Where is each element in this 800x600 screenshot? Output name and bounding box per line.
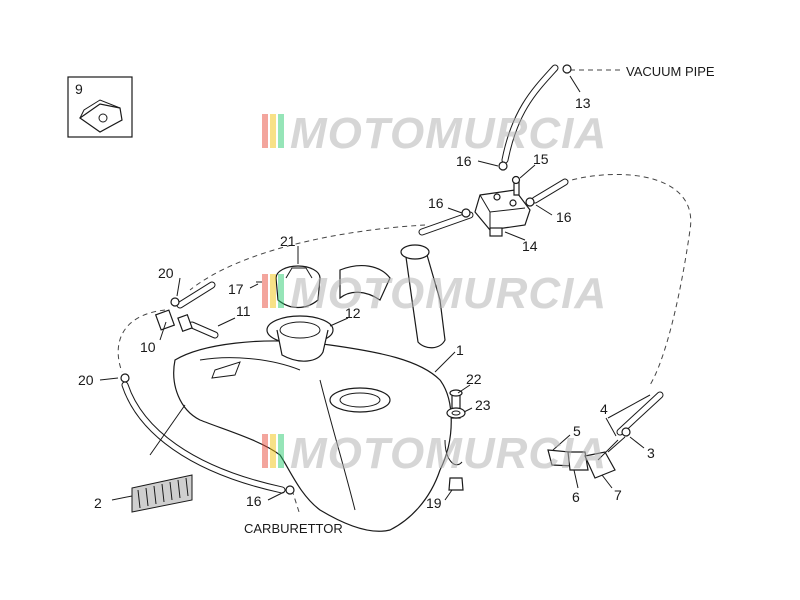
breather-pipe bbox=[339, 244, 446, 349]
callout-15: 15 bbox=[533, 151, 549, 167]
callout-20-a: 20 bbox=[158, 265, 174, 281]
part-1-fuel-tank bbox=[173, 340, 452, 532]
leader-lines bbox=[99, 75, 651, 501]
callout-17: 17 bbox=[228, 281, 244, 297]
callout-22: 22 bbox=[466, 371, 482, 387]
callout-2: 2 bbox=[94, 495, 102, 511]
callout-16-b: 16 bbox=[428, 195, 444, 211]
caption-vacuum-pipe: VACUUM PIPE bbox=[626, 64, 715, 79]
callout-20-b: 20 bbox=[78, 372, 94, 388]
callout-6: 6 bbox=[572, 489, 580, 505]
hose-segments-top bbox=[418, 178, 569, 236]
callout-1: 1 bbox=[456, 342, 464, 358]
part-9-inset bbox=[67, 76, 133, 138]
part-14-valve-block bbox=[474, 189, 531, 237]
callout-16-d: 16 bbox=[246, 493, 262, 509]
callout-23: 23 bbox=[475, 397, 491, 413]
watermark-text-bottom: MOTOMURCIA bbox=[290, 429, 607, 478]
watermark-top: MOTOMURCIA bbox=[262, 109, 607, 158]
part-12-filler-neck bbox=[266, 315, 334, 362]
watermark-text-top: MOTOMURCIA bbox=[290, 109, 607, 158]
callout-10: 10 bbox=[140, 339, 156, 355]
vacuum-hose bbox=[501, 64, 559, 164]
hardware-19-22-23 bbox=[444, 389, 466, 491]
part-2-filter-sponge bbox=[131, 474, 193, 513]
routing-lines bbox=[117, 69, 692, 516]
callout-21: 21 bbox=[280, 233, 296, 249]
callout-16-c: 16 bbox=[556, 209, 572, 225]
callout-4: 4 bbox=[600, 401, 608, 417]
hose-segments-left bbox=[121, 281, 286, 494]
callout-19: 19 bbox=[426, 495, 442, 511]
fuel-outlet-assembly bbox=[547, 391, 664, 479]
hose-clamps bbox=[120, 64, 631, 495]
callout-3: 3 bbox=[647, 445, 655, 461]
part-21-fuel-cap bbox=[275, 265, 321, 309]
callout-5: 5 bbox=[573, 423, 581, 439]
callout-7: 7 bbox=[614, 487, 622, 503]
watermark-middle: MOTOMURCIA bbox=[262, 269, 607, 318]
callout-9: 9 bbox=[75, 81, 83, 97]
watermark-text-middle: MOTOMURCIA bbox=[290, 269, 607, 318]
callout-13: 13 bbox=[575, 95, 591, 111]
callout-14: 14 bbox=[522, 238, 538, 254]
callout-11: 11 bbox=[236, 303, 251, 319]
caption-carburettor: CARBURETTOR bbox=[244, 521, 343, 536]
watermark-bottom: MOTOMURCIA bbox=[262, 429, 607, 478]
callout-12: 12 bbox=[345, 305, 361, 321]
callout-16-a: 16 bbox=[456, 153, 472, 169]
